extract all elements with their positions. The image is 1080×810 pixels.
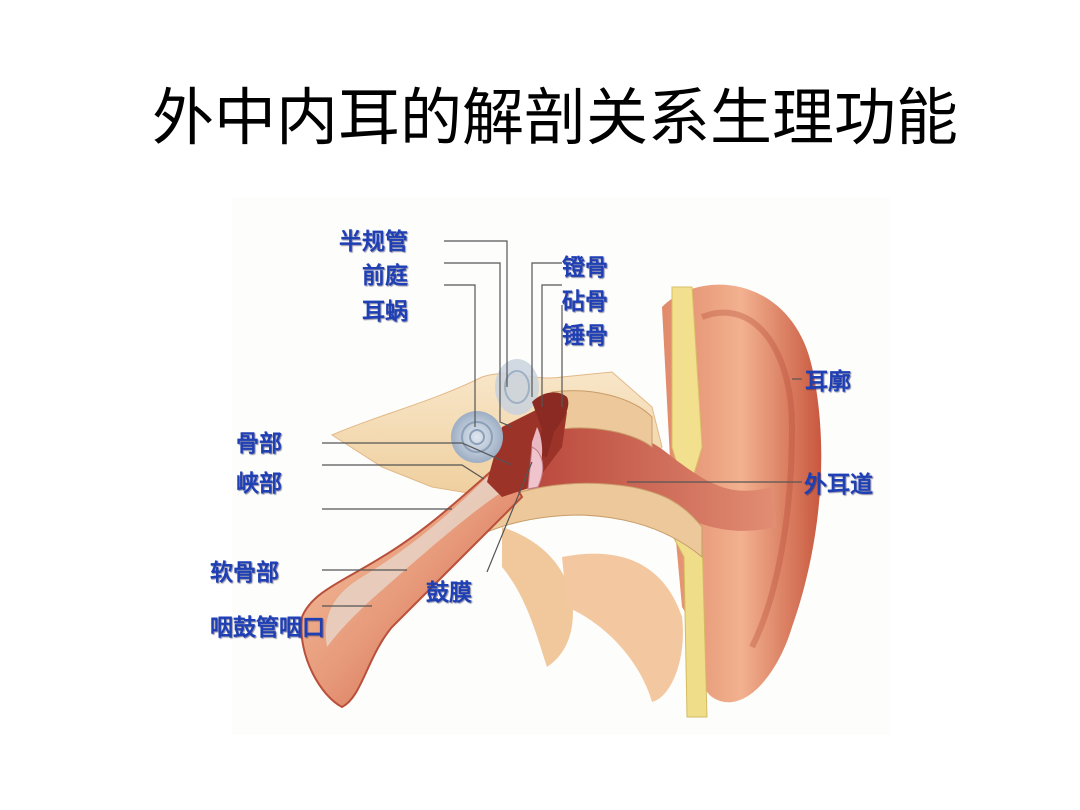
label-malleus: 锤骨 <box>562 323 608 349</box>
label-bony-part: 骨部 <box>236 431 282 457</box>
semicircular-canals <box>495 359 539 415</box>
label-auricle: 耳廓 <box>805 369 851 395</box>
tympanic-membrane <box>527 446 544 490</box>
label-external-auditory-canal: 外耳道 <box>804 472 873 498</box>
eustachian-tube <box>300 460 524 709</box>
label-pharyngeal-opening: 咽鼓管咽口 <box>210 615 325 641</box>
label-vestibule: 前庭 <box>362 263 408 289</box>
slide-title: 外中内耳的解剖关系生理功能 <box>152 81 959 154</box>
leader-lines <box>322 240 802 607</box>
label-tympanic-membrane: 鼓膜 <box>426 580 472 606</box>
cochlea <box>451 411 503 463</box>
ear-illustration <box>300 240 822 718</box>
label-cochlea: 耳蜗 <box>362 299 408 325</box>
label-cartilaginous-part: 软骨部 <box>210 560 279 586</box>
label-stapes: 镫骨 <box>562 255 608 281</box>
label-semicircular-canals: 半规管 <box>339 229 408 255</box>
external-auditory-canal <box>522 423 777 531</box>
auricular-cartilage <box>671 286 703 499</box>
label-incus: 砧骨 <box>562 289 608 315</box>
label-isthmus: 峡部 <box>236 471 282 497</box>
ear-anatomy-figure: 半规管 前庭 耳蜗 镫骨 砧骨 锤骨 耳廓 外耳道 骨部 峡部 软骨部 咽鼓管咽… <box>210 197 890 735</box>
